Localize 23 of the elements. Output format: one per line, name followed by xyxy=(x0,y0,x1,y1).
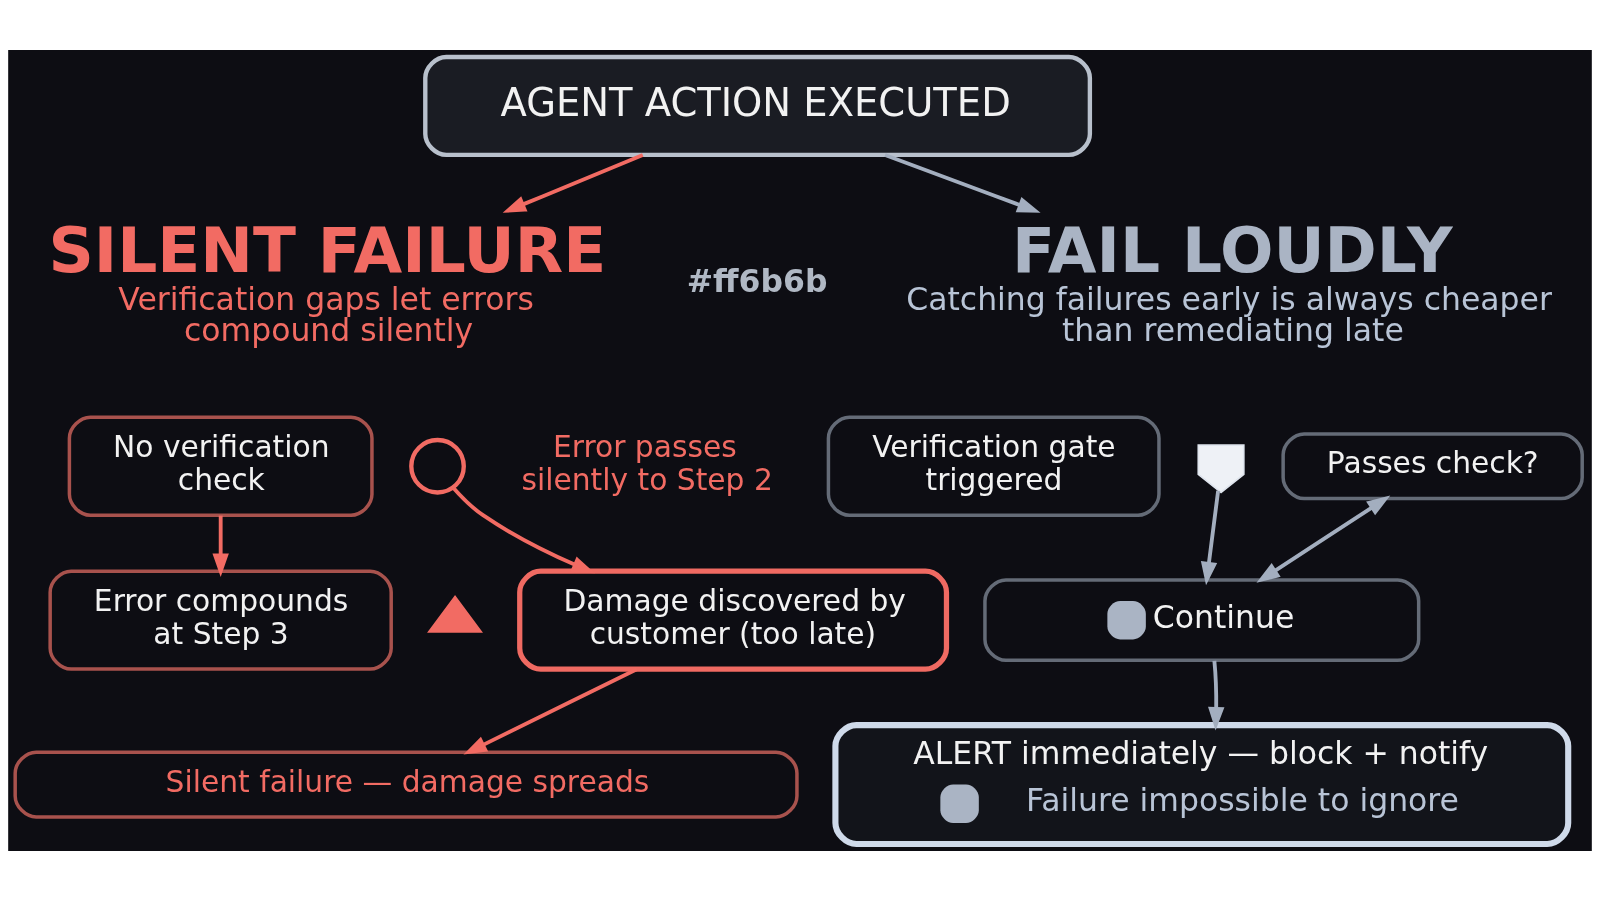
node-box: Continue xyxy=(983,577,1421,662)
node-box: Passes check? xyxy=(1281,431,1584,500)
node-triangle xyxy=(427,594,483,633)
node-text: FAIL LOUDLY Catching failures early is always cheaper than remediating late xyxy=(906,213,1552,348)
node-box: Silent failure — damage spreads xyxy=(13,749,799,819)
arrow xyxy=(1200,490,1221,585)
node-box: No verification check xyxy=(67,415,374,517)
node-text: SILENT FAILURE Verification gaps let errors compound silently xyxy=(48,213,607,348)
node-label: Error passes silently to Step 2 xyxy=(521,428,773,497)
label: #ff6b6b xyxy=(686,262,828,299)
node-box: Verification gate triggered xyxy=(826,415,1161,517)
arrow xyxy=(212,515,229,577)
arrow xyxy=(1208,660,1225,731)
arrow xyxy=(502,152,644,213)
node-shield xyxy=(1197,443,1245,494)
arrow xyxy=(1256,495,1391,583)
arrow xyxy=(451,486,595,573)
node-box: Error compounds at Step 3 xyxy=(48,568,393,671)
node-circle xyxy=(409,437,466,495)
node-box: Damage discovered by customer (too late) xyxy=(517,568,950,672)
node-box: AGENT ACTION EXECUTED xyxy=(423,54,1093,157)
node-box: ALERT immediately — block + notify Failure impossible to ignore xyxy=(832,721,1572,847)
arrow xyxy=(884,152,1041,213)
